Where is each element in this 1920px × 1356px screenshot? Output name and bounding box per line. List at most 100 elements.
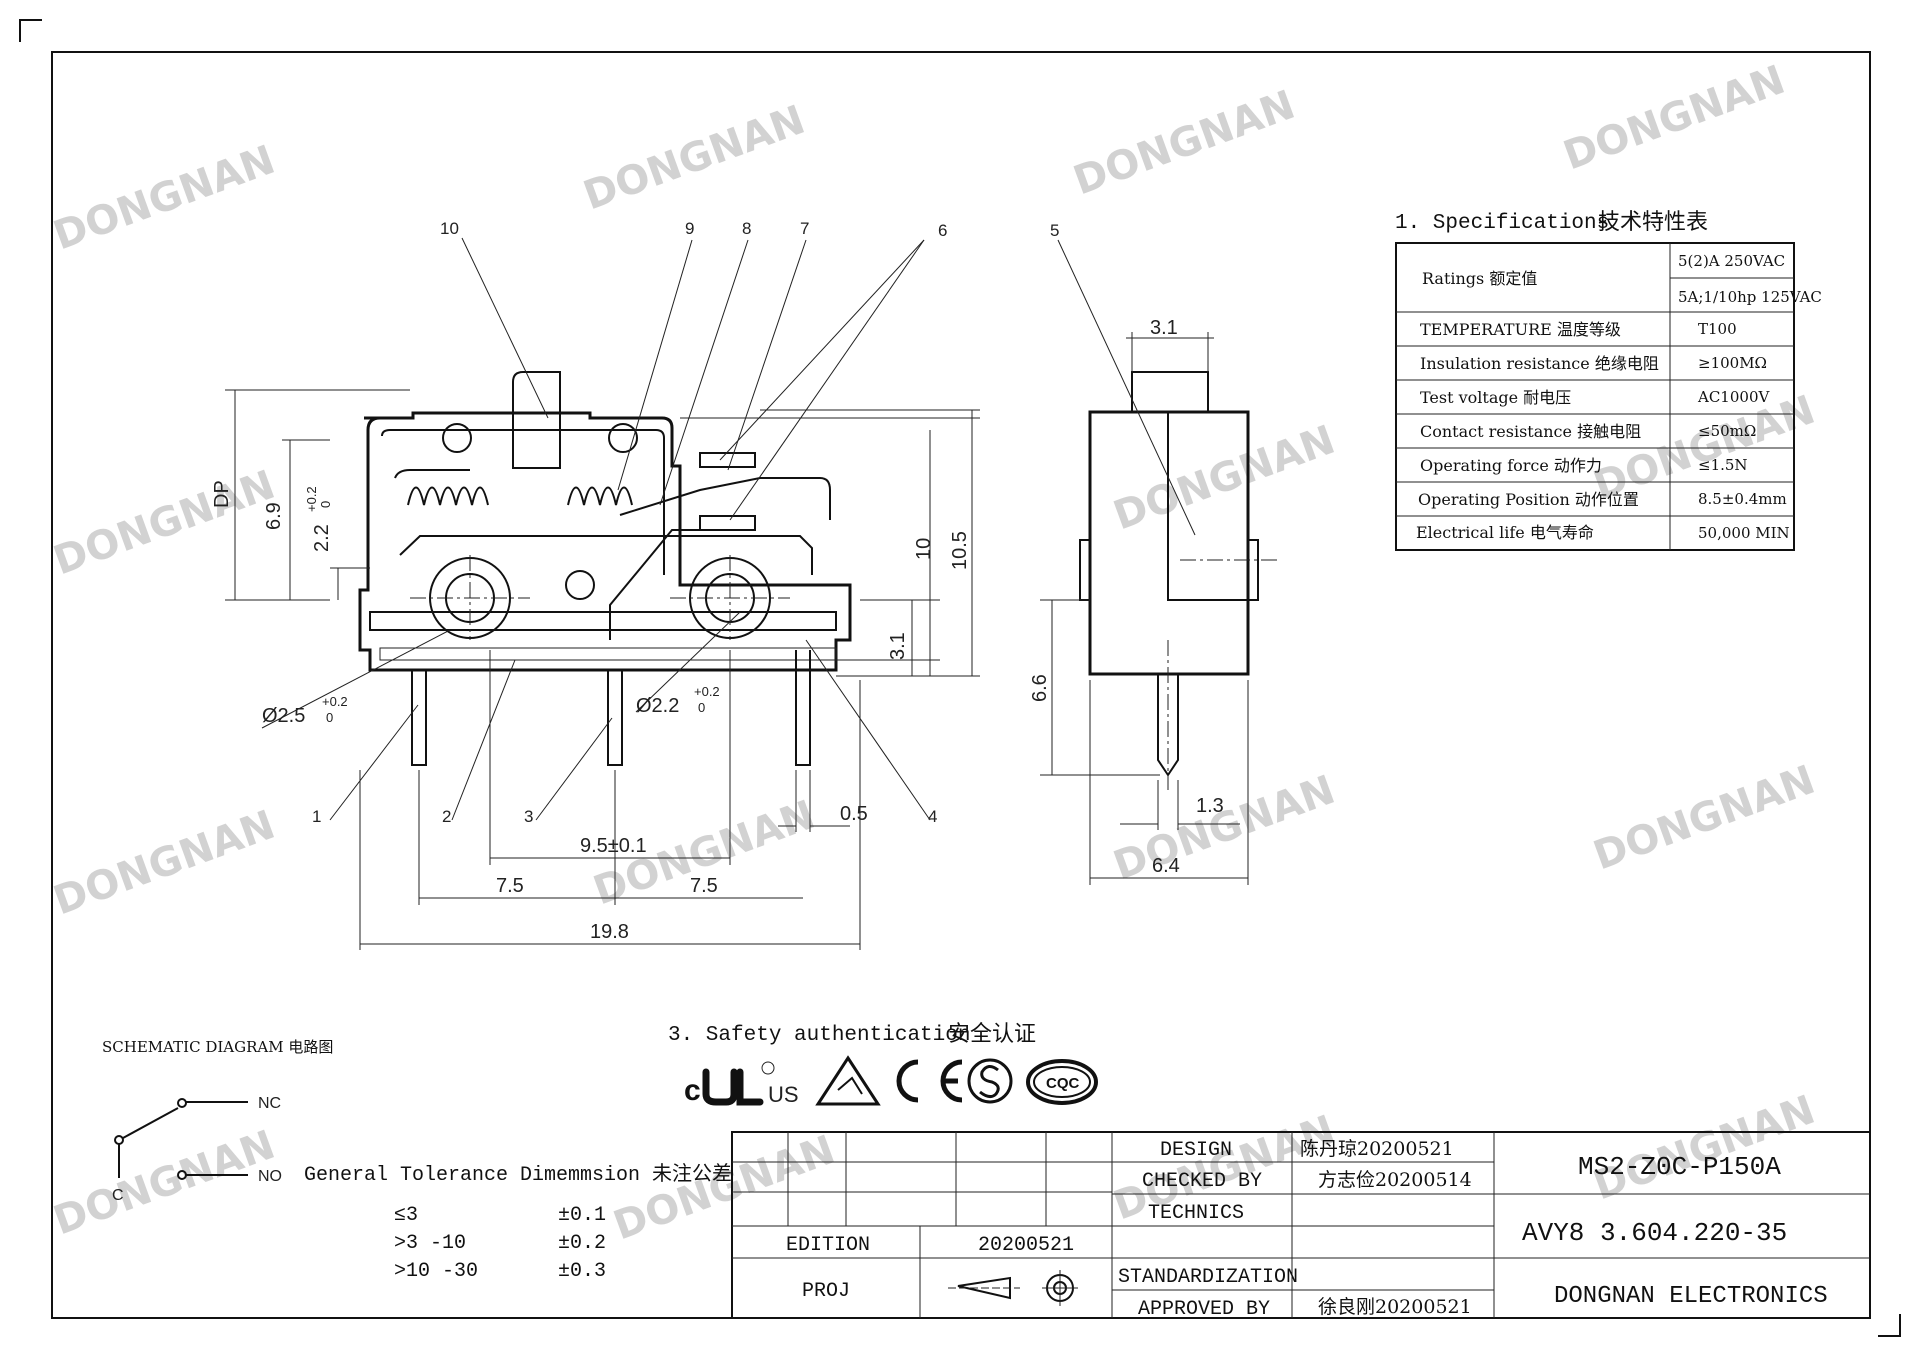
safety-section: 3. Safety authentication 安全认证 c US CQC <box>668 1022 1098 1107</box>
spec-value: ≥100MΩ <box>1698 354 1767 372</box>
dim-dp: DP <box>211 480 233 508</box>
specs-row: Operating force 动作力 ≤1.5N <box>1420 456 1748 475</box>
spec-value-2: 5A;1/10hp 125VAC <box>1678 288 1822 306</box>
dim-hole-2.2-tol-low: 0 <box>698 700 705 715</box>
watermark-text: DONGNAN <box>48 462 281 584</box>
spec-label: Contact resistance 接触电阻 <box>1420 422 1641 441</box>
title-block: DESIGN 陈丹琼20200521 CHECKED BY 方志俭2020051… <box>731 1131 1871 1321</box>
specs-table: Ratings 额定值 5(2)A 250VAC 5A;1/10hp 125VA… <box>1395 242 1822 551</box>
s-mark-icon <box>967 1058 1013 1104</box>
tolerance-range: ≤3 <box>394 1204 418 1227</box>
tb-checked-label: CHECKED BY <box>1142 1170 1262 1193</box>
tb-standard-label: STANDARDIZATION <box>1118 1266 1298 1289</box>
spec-label: Insulation resistance 绝缘电阻 <box>1420 354 1659 373</box>
schematic-section: SCHEMATIC DIAGRAM 电路图 NC NO C <box>102 1038 333 1204</box>
tb-approved-value: 徐良刚20200521 <box>1318 1296 1472 1318</box>
tolerance-value: ±0.2 <box>558 1232 606 1255</box>
dim-2.2-tol-up: +0.2 <box>304 486 319 512</box>
dim-0.5: 0.5 <box>840 803 868 825</box>
callout-1: 1 <box>312 807 321 826</box>
callout-9: 9 <box>685 219 694 238</box>
specs-row: Insulation resistance 绝缘电阻 ≥100MΩ <box>1420 354 1767 373</box>
side-view: 5 <box>1050 221 1280 790</box>
specs-row: Operating Position 动作位置 8.5±0.4mm <box>1418 490 1787 509</box>
schematic-title: SCHEMATIC DIAGRAM 电路图 <box>102 1038 333 1056</box>
dim-9.5: 9.5±0.1 <box>580 835 647 857</box>
spec-value: 50,000 MIN <box>1698 524 1790 542</box>
dim-2.2: 2.2 <box>311 524 333 552</box>
watermark-layer: DONGNAN DONGNAN DONGNAN DONGNAN DONGNAN … <box>48 57 1821 1249</box>
tolerance-title: General Tolerance Dimemmsion 未注公差 <box>304 1162 732 1187</box>
projection-symbol-icon <box>948 1270 1078 1306</box>
tb-design-value: 陈丹琼20200521 <box>1300 1138 1454 1160</box>
callout-5: 5 <box>1050 221 1059 240</box>
spec-label: Operating Position 动作位置 <box>1418 490 1639 509</box>
callout-6: 6 <box>938 221 947 240</box>
specs-row: Ratings 额定值 5(2)A 250VAC 5A;1/10hp 125VA… <box>1422 252 1822 306</box>
schematic-no-label: NO <box>258 1168 282 1185</box>
watermark-text: DONGNAN <box>1588 1087 1821 1209</box>
tolerance-value: ±0.1 <box>558 1204 606 1227</box>
front-dimensions: DP 6.9 2.2 +0.2 0 10 10.5 3.1 Ø2.5 +0.2 … <box>211 389 980 950</box>
specs-title-cn: 技术特性表 <box>1598 210 1708 235</box>
front-callouts: 10 9 8 7 6 1 2 3 4 <box>312 219 947 826</box>
dim-7.5-right: 7.5 <box>690 875 718 897</box>
spec-value: 5(2)A 250VAC <box>1678 252 1785 270</box>
dim-19.8: 19.8 <box>590 921 629 943</box>
schematic-nc-label: NC <box>258 1095 281 1112</box>
tb-proj-label: PROJ <box>802 1280 850 1303</box>
front-view <box>358 371 852 766</box>
specs-row: TEMPERATURE 温度等级 T100 <box>1420 320 1737 339</box>
tolerance-value: ±0.3 <box>558 1260 606 1283</box>
dim-10.5: 10.5 <box>949 531 971 570</box>
specs-row: Contact resistance 接触电阻 ≤50mΩ <box>1420 422 1756 441</box>
dim-10: 10 <box>913 538 935 560</box>
tb-edition-label: EDITION <box>786 1234 870 1257</box>
tb-model-number: MS2-Z0C-P150A <box>1578 1152 1781 1182</box>
spec-label: TEMPERATURE 温度等级 <box>1420 320 1621 339</box>
spec-value: T100 <box>1698 320 1737 338</box>
tb-approved-label: APPROVED BY <box>1138 1298 1270 1321</box>
ul-us-text: US <box>768 1082 799 1107</box>
tolerance-section: General Tolerance Dimemmsion 未注公差 ≤3 ±0.… <box>304 1162 732 1283</box>
side-dimensions: 3.1 6.6 1.3 6.4 <box>1029 317 1249 885</box>
tb-checked-value: 方志俭20200514 <box>1318 1169 1472 1191</box>
specs-title: 1. Specifications <box>1395 212 1609 235</box>
tb-edition-value: 20200521 <box>978 1234 1074 1257</box>
specs-row: Test voltage 耐电压 AC1000V <box>1420 388 1770 407</box>
dim-side-6.4: 6.4 <box>1152 855 1180 877</box>
dim-6.9: 6.9 <box>263 502 285 530</box>
spec-label: Ratings 额定值 <box>1422 269 1537 288</box>
tolerance-range: >3 -10 <box>394 1232 466 1255</box>
watermark-text: DONGNAN <box>48 137 281 259</box>
callout-10: 10 <box>440 219 459 238</box>
spec-label: Electrical life 电气寿命 <box>1416 523 1594 542</box>
spec-label: Operating force 动作力 <box>1420 456 1602 475</box>
callout-3: 3 <box>524 807 533 826</box>
tb-drawing-code: AVY8 3.604.220-35 <box>1522 1218 1787 1248</box>
watermark-text: DONGNAN <box>1068 82 1301 204</box>
callout-2: 2 <box>442 807 451 826</box>
tb-company: DONGNAN ELECTRONICS <box>1554 1283 1828 1310</box>
watermark-text: DONGNAN <box>1108 417 1341 539</box>
schematic-c-label: C <box>112 1187 124 1204</box>
watermark-text: DONGNAN <box>1558 57 1791 179</box>
dim-hole-2.5-tol-up: +0.2 <box>322 694 348 709</box>
watermark-text: DONGNAN <box>1588 757 1821 879</box>
cqc-text: CQC <box>1046 1075 1080 1092</box>
spec-value: AC1000V <box>1697 388 1770 406</box>
dim-2.2-tol-low: 0 <box>318 501 333 508</box>
dim-hole-2.2-tol-up: +0.2 <box>694 684 720 699</box>
switch-schematic-icon <box>114 1098 248 1180</box>
watermark-text: DONGNAN <box>578 97 811 219</box>
specs-section: 1. Specifications 技术特性表 Ratings 额定值 5(2)… <box>1395 210 1822 551</box>
watermark-text: DONGNAN <box>48 802 281 924</box>
callout-7: 7 <box>800 219 809 238</box>
dim-hole-2.2: Ø2.2 <box>636 695 679 717</box>
spec-value: ≤50mΩ <box>1698 422 1756 440</box>
safety-title: 3. Safety authentication <box>668 1024 970 1047</box>
ul-mark-icon: c US <box>684 1061 799 1107</box>
watermark-text: DONGNAN <box>48 1122 281 1244</box>
spec-label: Test voltage 耐电压 <box>1420 388 1571 407</box>
